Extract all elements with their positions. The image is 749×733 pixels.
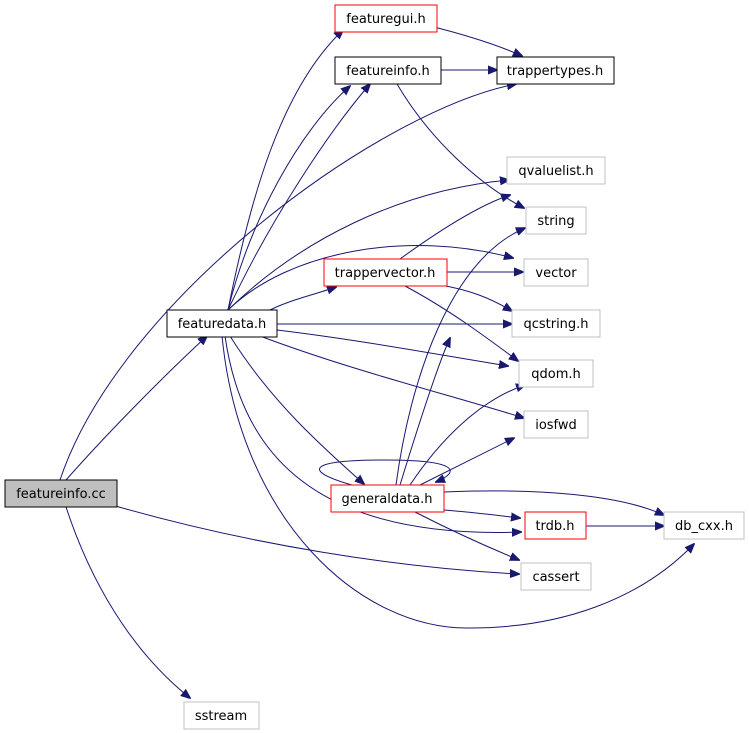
edge-featureinfocc-trappertypes: [59, 84, 516, 481]
edge-trappervector-string: [399, 195, 510, 260]
node-label: featuredata.h: [178, 317, 267, 332]
node-vector[interactable]: vector: [523, 258, 589, 287]
node-label: trdb.h: [535, 519, 574, 534]
edge-generaldata-qcstring: [399, 338, 450, 486]
edge-generaldata-qdom: [409, 385, 525, 486]
edge-featureinfocc-sstream: [65, 506, 190, 698]
node-label: featureinfo.h: [346, 64, 429, 79]
node-featuregui-h[interactable]: featuregui.h: [334, 4, 438, 33]
node-label: featuregui.h: [346, 12, 425, 27]
node-label: qdom.h: [531, 367, 581, 382]
edge-featuredata-iosfwd: [259, 335, 524, 418]
edge-featuredata-vector: [227, 245, 513, 311]
edge-generaldata-self: [319, 459, 451, 486]
edge-featureinfocc-cassert: [111, 504, 519, 574]
node-trappervector-h[interactable]: trappervector.h: [323, 258, 448, 287]
node-label: qcstring.h: [523, 317, 588, 332]
node-label: generaldata.h: [341, 492, 432, 507]
node-qcstring-h[interactable]: qcstring.h: [511, 309, 601, 338]
edge-featureinfoh-string: [396, 83, 524, 208]
node-label: trappervector.h: [335, 266, 436, 281]
node-featureinfo-cc[interactable]: featureinfo.cc: [4, 479, 118, 508]
edge-trappervector-qcstring: [439, 284, 512, 311]
edge-generaldata-string: [395, 228, 525, 486]
node-trdb-h[interactable]: trdb.h: [524, 511, 587, 540]
edge-featuredata-qvaluelist: [227, 180, 509, 311]
edge-featuredata-featureinfoh: [227, 86, 350, 311]
node-label: cassert: [532, 570, 579, 585]
edges: [59, 25, 694, 698]
node-label: string: [537, 214, 574, 229]
edge-featuredata-generaldata: [229, 335, 364, 484]
node-qdom-h[interactable]: qdom.h: [518, 359, 594, 388]
node-featuredata-h[interactable]: featuredata.h: [166, 309, 278, 338]
edge-trappervector-qdom: [404, 285, 518, 361]
edge-featuredata-featureinfoh-2: [227, 84, 370, 311]
node-featureinfo-h[interactable]: featureinfo.h: [334, 56, 442, 85]
node-iosfwd[interactable]: iosfwd: [523, 410, 589, 439]
edge-featuregui-trappertypes: [429, 25, 522, 56]
node-sstream[interactable]: sstream: [183, 701, 260, 730]
node-generaldata-h[interactable]: generaldata.h: [330, 484, 445, 513]
node-label: qvaluelist.h: [518, 164, 593, 179]
edge-generaldata-dbcxx: [443, 490, 664, 515]
edge-featuredata-trappervector: [269, 287, 336, 311]
edge-generaldata-iosfwd: [419, 438, 514, 486]
node-label: featureinfo.cc: [16, 487, 106, 502]
edge-featuredata-featuregui: [227, 30, 343, 311]
edge-featureinfocc-featuredata: [65, 336, 207, 481]
node-db-cxx-h[interactable]: db_cxx.h: [663, 511, 745, 540]
node-string[interactable]: string: [525, 206, 587, 235]
edge-generaldata-cassert: [414, 511, 519, 560]
node-label: vector: [535, 266, 577, 281]
node-trappertypes-h[interactable]: trappertypes.h: [496, 56, 615, 85]
node-cassert[interactable]: cassert: [520, 562, 592, 591]
edge-featuredata-qdom: [276, 329, 508, 366]
node-label: sstream: [195, 709, 247, 724]
node-qvaluelist-h[interactable]: qvaluelist.h: [506, 156, 606, 185]
edge-featuredata-dbcxx: [221, 335, 694, 629]
node-label: trappertypes.h: [507, 64, 603, 79]
edge-featuredata-trdb: [224, 335, 521, 532]
node-label: db_cxx.h: [675, 519, 733, 534]
node-label: iosfwd: [535, 418, 577, 433]
edge-generaldata-trdb: [443, 509, 520, 518]
